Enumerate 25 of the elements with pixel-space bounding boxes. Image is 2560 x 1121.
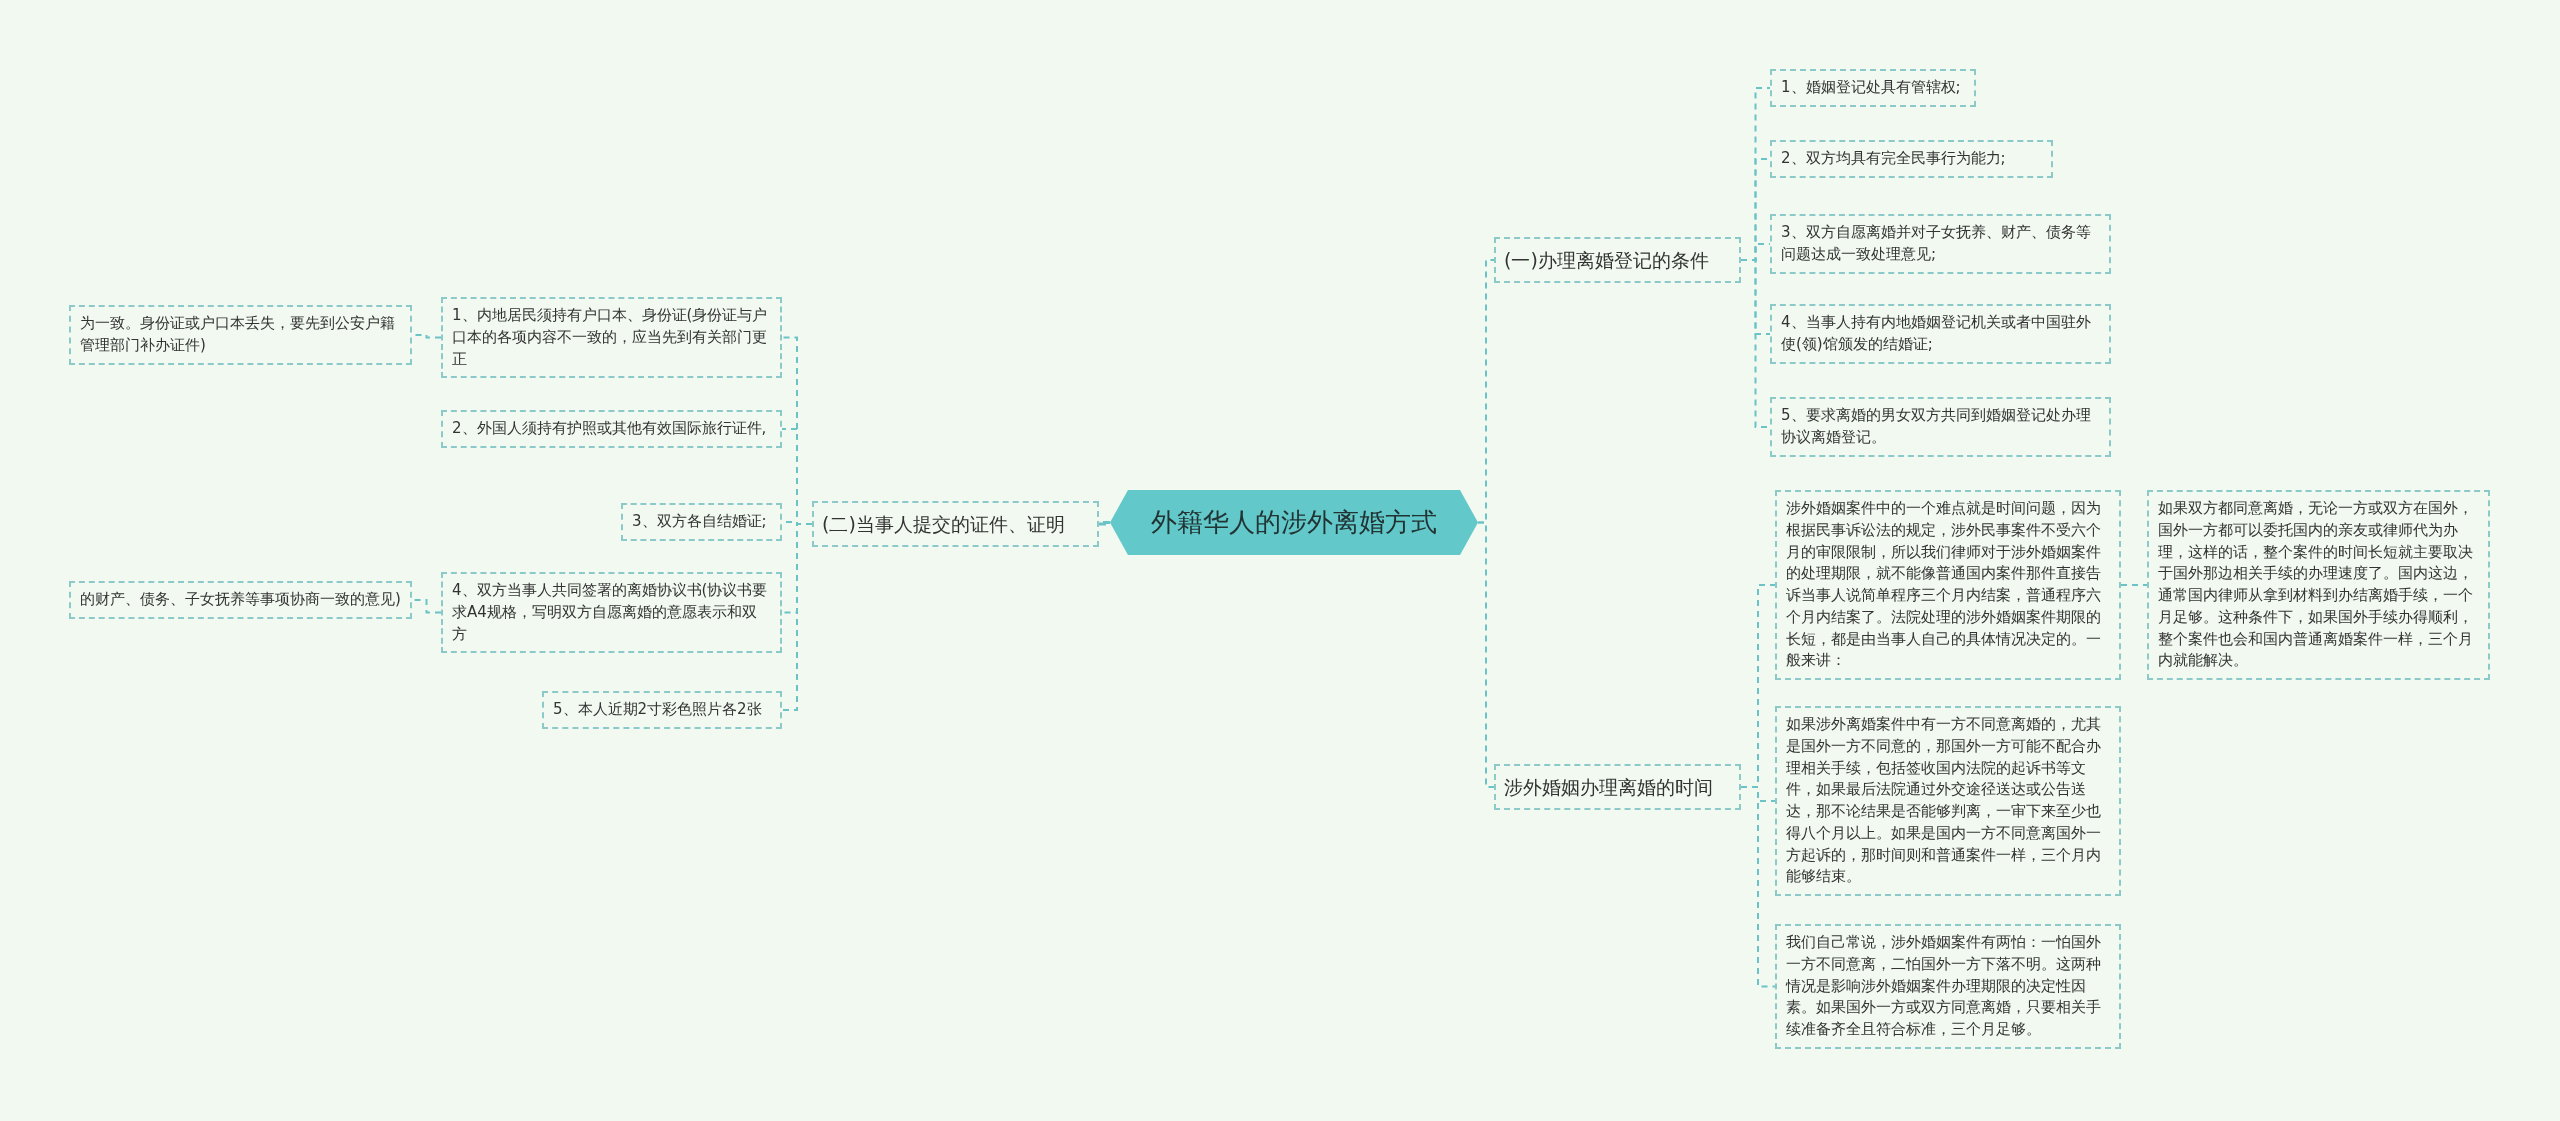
subtopic-box: 4、双方当事人共同签署的离婚协议书(协议书要求A4规格，写明双方自愿离婚的意愿表示和双方 <box>441 572 782 654</box>
connector-line <box>781 523 813 711</box>
branch-topic: 涉外婚姻办理离婚的时间 <box>1494 764 1741 810</box>
connector-line <box>2120 584 2148 586</box>
subtopic-box: 的财产、债务、子女抚养等事项协商一致的意见) <box>69 581 412 619</box>
subtopic-box: 3、双方各自结婚证; <box>621 503 782 541</box>
subtopic-box: 2、外国人须持有护照或其他有效国际旅行证件, <box>441 410 782 448</box>
subtopic-box: 如果涉外离婚案件中有一方不同意离婚的，尤其是国外一方不同意的，那国外一方可能不配合办理相关手续，包括签收国内法院的起诉书等文件，如果最后法院通过外交途径送达或公告送达，那不论结果是否能够判离，一审下来至少也得八个月以上。如果是国内一方不同意离国外一方起诉的，那时间则和普通案件一样，三个月内能够结束。 <box>1775 706 2121 896</box>
subtopic-box: 1、内地居民须持有户口本、身份证(身份证与户口本的各项内容不一致的，应当先到有关部门更正 <box>441 297 782 379</box>
subtopic-box: 为一致。身份证或户口本丢失，要先到公安户籍管理部门补办证件) <box>69 305 412 365</box>
subtopic-box: 2、双方均具有完全民事行为能力; <box>1770 140 2053 178</box>
subtopic-box: 1、婚姻登记处具有管辖权; <box>1770 69 1976 107</box>
connector-line <box>1477 521 1495 788</box>
subtopic-box: 涉外婚姻案件中的一个难点就是时间问题，因为根据民事诉讼法的规定，涉外民事案件不受六个月的审限限制，所以我们律师对于涉外婚姻案件的处理期限，就不能像普通国内案件那件直接告诉当事人说简单程序三个月内结案，普通程序六个月内结案了。法院处理的涉外婚姻案件期限的长短，都是由当事人自己的具体情况决定的。一般来讲： <box>1775 490 2121 680</box>
subtopic-box: 我们自己常说，涉外婚姻案件有两怕：一怕国外一方不同意离，二怕国外一方下落不明。这两种情况是影响涉外婚姻案件办理期限的决定性因素。如果国外一方或双方同意离婚，只要相关手续准备齐全且符合标准，三个月足够。 <box>1775 924 2121 1049</box>
connector-line <box>1099 521 1110 526</box>
subtopic-box: 4、当事人持有内地婚姻登记机关或者中国驻外使(领)馆颁发的结婚证; <box>1770 304 2111 364</box>
subtopic-box: 如果双方都同意离婚，无论一方或双方在国外，国外一方都可以委托国内的亲友或律师代为办理，这样的话，整个案件的时间长短就主要取决于国外那边相关手续的办理速度了。国内这边，通常国内律师从拿到材料到办结离婚手续，一个月足够。这种条件下，如果国外手续办得顺利，整个案件也会和国内普通离婚案件一样，三个月内就能解决。 <box>2147 490 2490 680</box>
connector-line <box>1740 786 1776 988</box>
branch-topic: (二)当事人提交的证件、证明 <box>812 501 1099 547</box>
subtopic-box: 5、要求离婚的男女双方共同到婚姻登记处办理协议离婚登记。 <box>1770 397 2111 457</box>
central-topic: 外籍华人的涉外离婚方式 <box>1110 490 1478 555</box>
branch-topic: (一)办理离婚登记的条件 <box>1494 237 1741 283</box>
subtopic-box: 3、双方自愿离婚并对子女抚养、财产、债务等问题达成一致处理意见; <box>1770 214 2111 274</box>
subtopic-box: 5、本人近期2寸彩色照片各2张 <box>542 691 782 729</box>
